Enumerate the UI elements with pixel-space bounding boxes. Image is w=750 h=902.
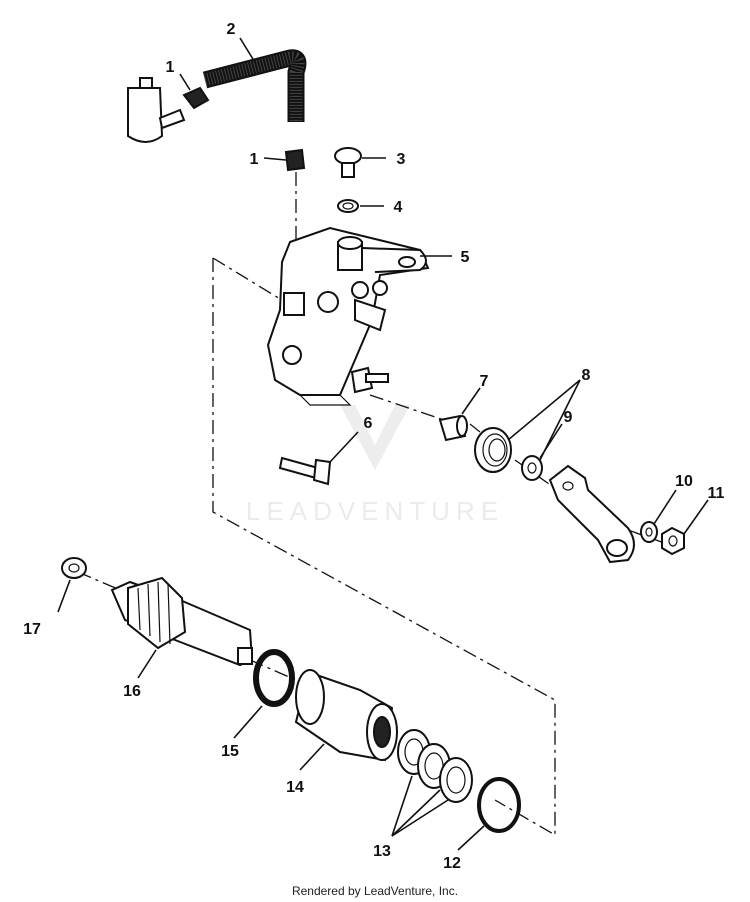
callout-5: 5 xyxy=(461,249,470,266)
fuel-fitting xyxy=(127,77,186,143)
o-ring-15 xyxy=(253,649,295,707)
washer-9 xyxy=(521,455,543,481)
callout-14: 14 xyxy=(286,779,304,796)
callout-labels: 1 2 1 3 4 5 6 7 8 9 10 11 17 16 15 14 13… xyxy=(23,21,724,872)
mounting-bolt xyxy=(278,456,332,486)
callout-11: 11 xyxy=(708,485,725,502)
callout-9: 9 xyxy=(564,409,573,426)
hex-nut xyxy=(661,526,685,556)
hose-clamp-upper xyxy=(182,86,210,110)
callout-1b: 1 xyxy=(250,151,259,168)
callout-8: 8 xyxy=(582,367,591,384)
return-spring xyxy=(469,423,512,473)
callout-6: 6 xyxy=(364,415,373,432)
callout-10: 10 xyxy=(675,473,693,490)
callout-17: 17 xyxy=(23,621,41,638)
banjo-bolt xyxy=(334,147,362,178)
shim-washers xyxy=(397,729,473,803)
hose-clamp-lower xyxy=(284,148,306,172)
oil-pump-body xyxy=(266,226,430,406)
callout-2: 2 xyxy=(227,21,236,38)
callout-3: 3 xyxy=(397,151,406,168)
oil-hose xyxy=(202,49,307,122)
sealing-washer xyxy=(337,199,359,213)
callout-4: 4 xyxy=(394,199,403,216)
callout-12: 12 xyxy=(443,855,461,872)
callout-1a: 1 xyxy=(166,59,175,76)
leader-lines xyxy=(57,37,709,851)
thrust-washer xyxy=(61,557,87,579)
washer-10 xyxy=(640,521,658,543)
o-ring-12 xyxy=(477,777,521,833)
callout-16: 16 xyxy=(123,683,141,700)
control-lever xyxy=(548,464,635,564)
callout-7: 7 xyxy=(480,373,489,390)
footer-credit: Rendered by LeadVenture, Inc. xyxy=(291,884,459,898)
bushing xyxy=(438,414,468,442)
watermark-text: LEADVENTURE xyxy=(246,496,504,526)
callout-15: 15 xyxy=(221,743,239,760)
pump-sleeve xyxy=(294,669,398,762)
watermark-logo: LEADVENTURE xyxy=(246,405,504,526)
drive-gear-shaft xyxy=(110,576,254,667)
callout-13: 13 xyxy=(373,843,391,860)
